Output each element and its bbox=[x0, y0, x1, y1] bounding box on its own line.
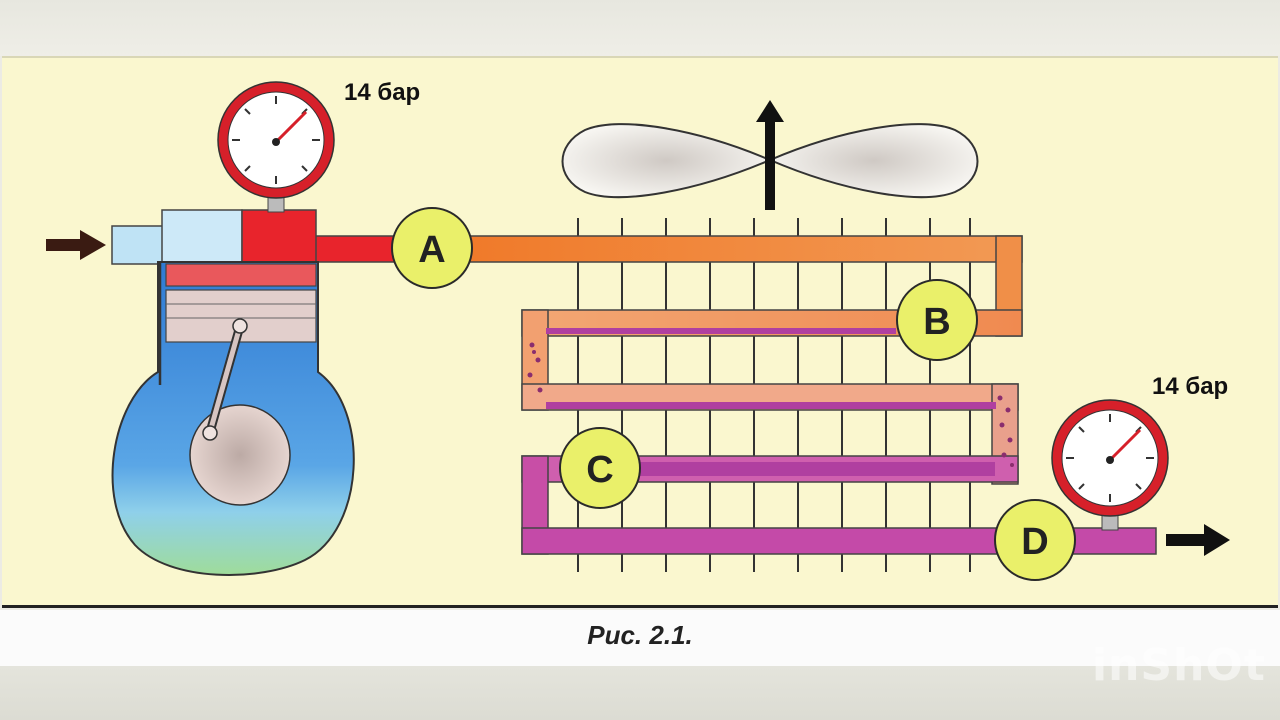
caption-band bbox=[0, 610, 1280, 666]
inlet-arrow bbox=[46, 230, 106, 260]
point-marker-b: B bbox=[896, 279, 978, 361]
top-border bbox=[0, 0, 1280, 56]
pressure-gauge-outlet bbox=[1051, 399, 1169, 531]
point-marker-a: A bbox=[391, 207, 473, 289]
gauge-label-outlet: 14 бар bbox=[1152, 373, 1228, 400]
pressure-gauge-compressor bbox=[217, 81, 335, 213]
point-marker-c: C bbox=[559, 427, 641, 509]
bottom-border bbox=[0, 666, 1280, 720]
figure-caption: Рис. 2.1. bbox=[587, 620, 693, 650]
gauge-label-compressor: 14 бар bbox=[344, 79, 420, 106]
bubbles bbox=[527, 342, 1014, 467]
point-label-a: A bbox=[418, 229, 445, 271]
point-marker-d: D bbox=[994, 499, 1076, 581]
watermark: inShOt bbox=[1092, 640, 1266, 691]
point-label-c: C bbox=[586, 449, 613, 491]
outlet-arrow bbox=[1166, 524, 1230, 556]
point-label-b: B bbox=[923, 301, 950, 343]
compressor bbox=[111, 209, 355, 576]
fan bbox=[561, 100, 979, 210]
point-label-d: D bbox=[1021, 521, 1048, 563]
liquid-streaks bbox=[546, 328, 996, 476]
